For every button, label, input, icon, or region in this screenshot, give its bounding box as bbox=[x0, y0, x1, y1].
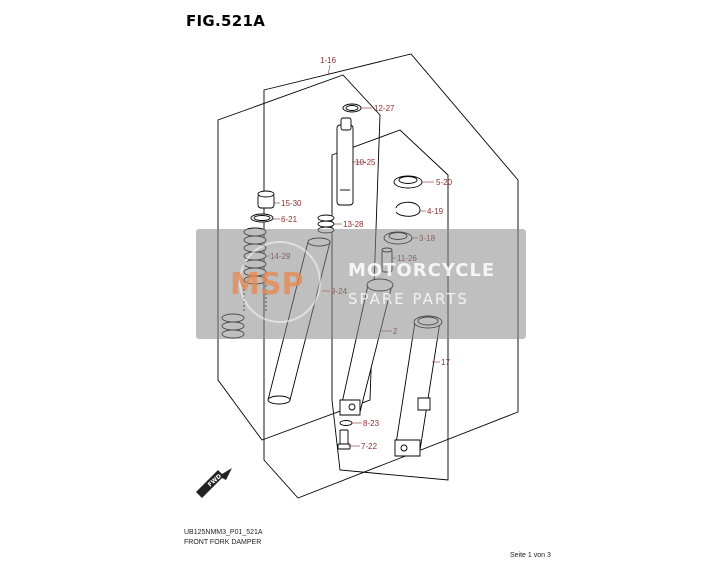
watermark: MSP MOTORCYCLE SPARE PARTS bbox=[196, 229, 526, 339]
callout-13-28: 13-28 bbox=[343, 220, 364, 229]
callout-10-25: 10-25 bbox=[355, 158, 376, 167]
oil-seal-part bbox=[393, 175, 423, 189]
assembly-outline bbox=[263, 53, 519, 499]
damper-rod-part bbox=[336, 117, 354, 206]
page-indicator: Seite 1 von 3 bbox=[510, 552, 551, 559]
figure-code: UB125NMM3_P01_521A bbox=[184, 529, 263, 536]
watermark-line2: SPARE PARTS bbox=[348, 290, 469, 308]
gasket-part bbox=[339, 420, 353, 426]
forward-arrow-icon: FWD bbox=[196, 468, 232, 498]
watermark-logo: MSP bbox=[230, 267, 303, 302]
callout-7-22: 7-22 bbox=[361, 442, 378, 451]
watermark-line1: MOTORCYCLE bbox=[348, 260, 495, 281]
damper-rod-group-outline bbox=[217, 74, 381, 441]
callout-15-30: 15-30 bbox=[281, 199, 302, 208]
callout-6-21: 6-21 bbox=[281, 215, 298, 224]
callout-1-16: 1-16 bbox=[320, 56, 337, 65]
stopper-ring-part bbox=[395, 201, 421, 217]
cap-bolt-part bbox=[257, 190, 275, 209]
callout-5-20: 5-20 bbox=[436, 178, 453, 187]
outer-tube-group-outline bbox=[331, 129, 449, 481]
figure-title: FIG.521A bbox=[186, 12, 266, 30]
figure-name: FRONT FORK DAMPER bbox=[184, 539, 262, 546]
damper-bolt-part bbox=[337, 429, 351, 450]
callout-4-19: 4-19 bbox=[427, 207, 444, 216]
callout-12-27: 12-27 bbox=[374, 104, 395, 113]
callout-17: 17 bbox=[441, 358, 450, 367]
callout-8-23: 8-23 bbox=[363, 419, 380, 428]
